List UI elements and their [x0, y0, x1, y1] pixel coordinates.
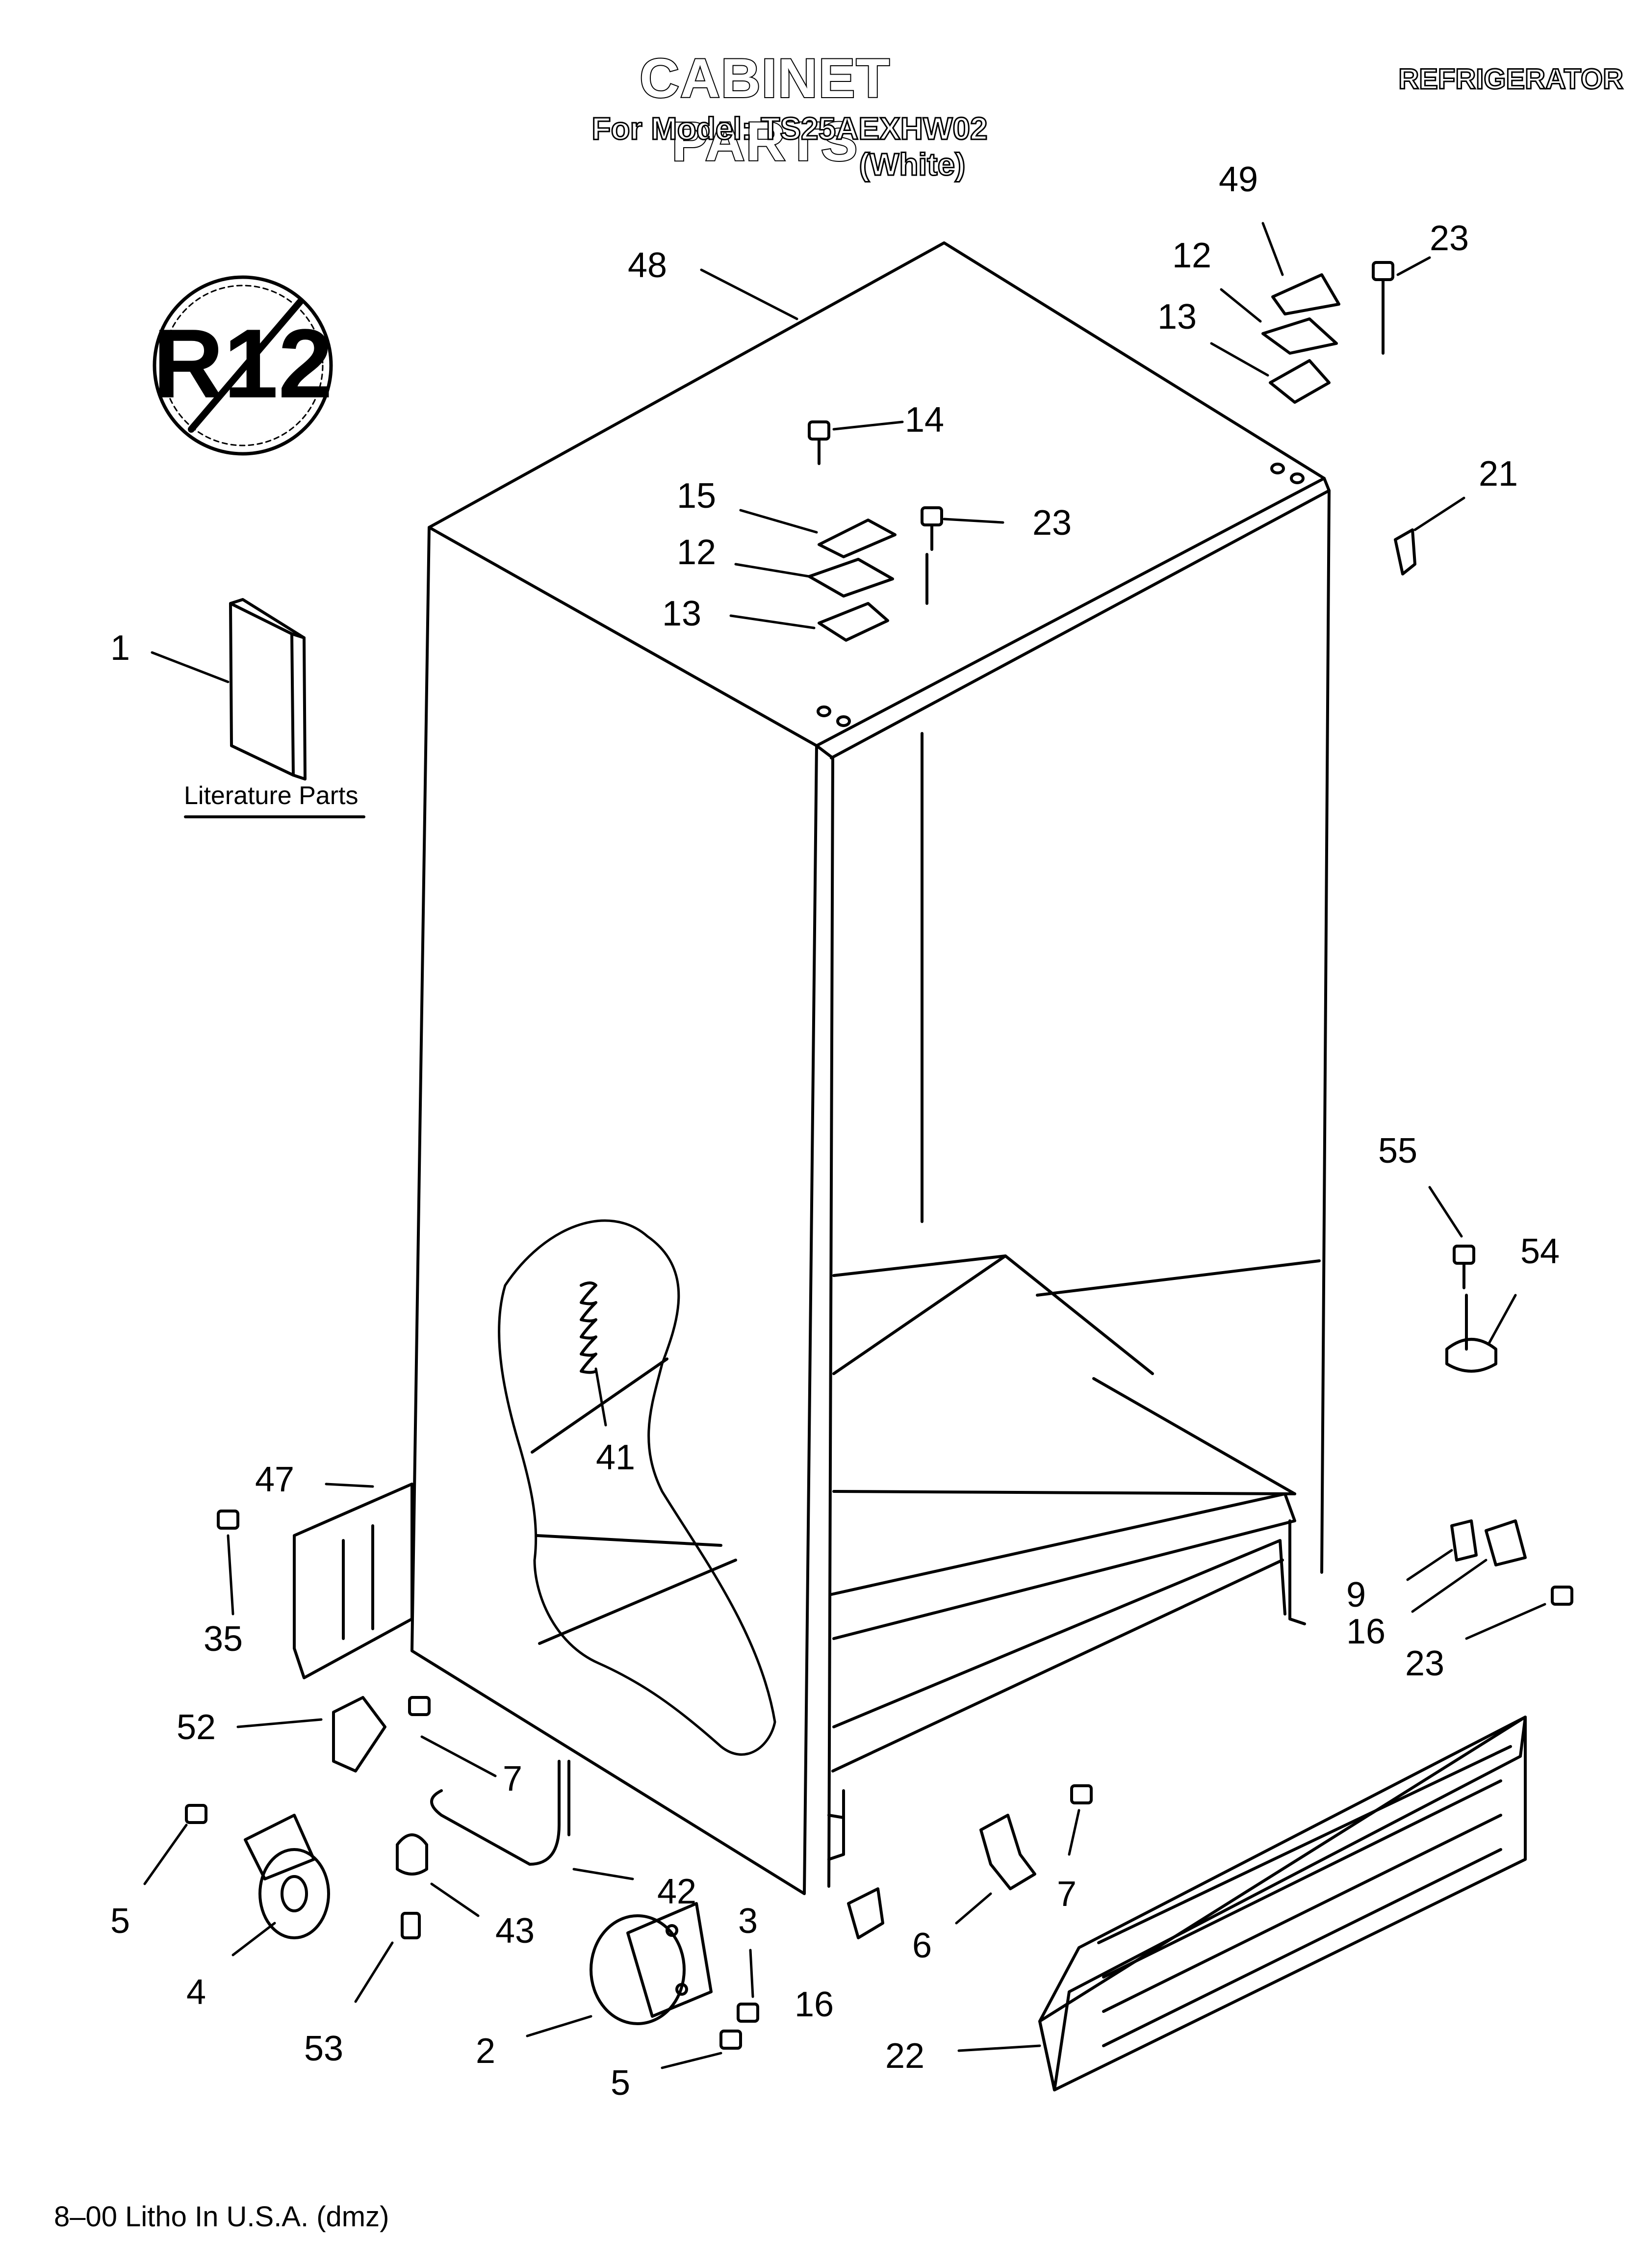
screw-parts	[185, 261, 1573, 2050]
color-line: (White)	[858, 146, 966, 183]
callout-53: 53	[304, 2029, 343, 2068]
pin-part	[1394, 528, 1416, 575]
drain-coil	[580, 1281, 597, 1374]
callout-5-left: 5	[110, 1902, 130, 1941]
callout-23-top-right: 23	[1430, 219, 1469, 258]
no-r12-badge	[153, 275, 333, 456]
callout-49: 49	[1219, 160, 1258, 199]
callout-22: 22	[885, 2036, 924, 2076]
callout-13-top-left: 13	[662, 594, 701, 633]
model-line: For Model: TS25AEXHW02	[591, 110, 988, 147]
callout-42: 42	[657, 1872, 696, 1911]
callout-13-top-right: 13	[1157, 297, 1197, 337]
callout-16-bottom: 16	[795, 1985, 834, 2024]
callout-21: 21	[1479, 454, 1518, 494]
rear-roller	[590, 1902, 713, 2025]
callout-54: 54	[1520, 1232, 1560, 1271]
page-title: CABINET PARTS	[639, 47, 891, 173]
callout-3: 3	[738, 1902, 758, 1941]
top-hinge-left	[808, 519, 928, 727]
appliance-category: REFRIGERATOR	[1398, 63, 1624, 96]
callout-1: 1	[110, 628, 130, 668]
ground-bracket	[332, 1696, 386, 1773]
water-tube	[396, 1760, 570, 1876]
callout-35: 35	[204, 1619, 243, 1659]
callout-47: 47	[255, 1460, 294, 1499]
callout-leaders	[143, 222, 1546, 2069]
callout-16-right: 16	[1346, 1612, 1385, 1651]
callout-7-right: 7	[1057, 1875, 1077, 1914]
back-panel	[293, 1483, 413, 1679]
callout-7-left: 7	[503, 1759, 522, 1799]
callout-numbers: 48 49 23 12 13 14 15 23 12 13 21 1 55 54…	[110, 160, 1560, 2103]
callout-23-right: 23	[1405, 1644, 1444, 1683]
callout-5-bottom: 5	[611, 2063, 630, 2103]
cabinet-shell	[410, 241, 1331, 1895]
literature-booklet	[184, 598, 365, 818]
leveler-bracket	[1445, 1294, 1497, 1373]
callout-12-top-right: 12	[1172, 236, 1211, 275]
callout-15: 15	[677, 476, 716, 516]
door-stop-right	[1450, 1519, 1527, 1566]
callout-2: 2	[476, 2032, 495, 2071]
front-roller	[244, 1814, 330, 1939]
litho-footer: 8–00 Litho In U.S.A. (dmz)	[54, 2201, 389, 2233]
callout-48: 48	[628, 246, 667, 285]
callout-52: 52	[177, 1708, 216, 1747]
callout-55: 55	[1378, 1131, 1417, 1171]
lower-hinge	[847, 1814, 1036, 1939]
callout-43: 43	[495, 1911, 535, 1951]
toe-grille	[1038, 1716, 1527, 2091]
callout-4: 4	[186, 1973, 206, 2012]
callout-14: 14	[905, 400, 944, 440]
callout-12-top-left: 12	[677, 533, 716, 572]
literature-parts-label: Literature Parts	[184, 782, 359, 810]
callout-23-top-left: 23	[1032, 503, 1072, 543]
callout-9: 9	[1346, 1575, 1366, 1615]
top-hinge-right	[1261, 273, 1385, 484]
callout-6: 6	[912, 1926, 932, 1965]
callout-41: 41	[596, 1438, 635, 1477]
r12-badge-text: R12	[153, 309, 333, 418]
